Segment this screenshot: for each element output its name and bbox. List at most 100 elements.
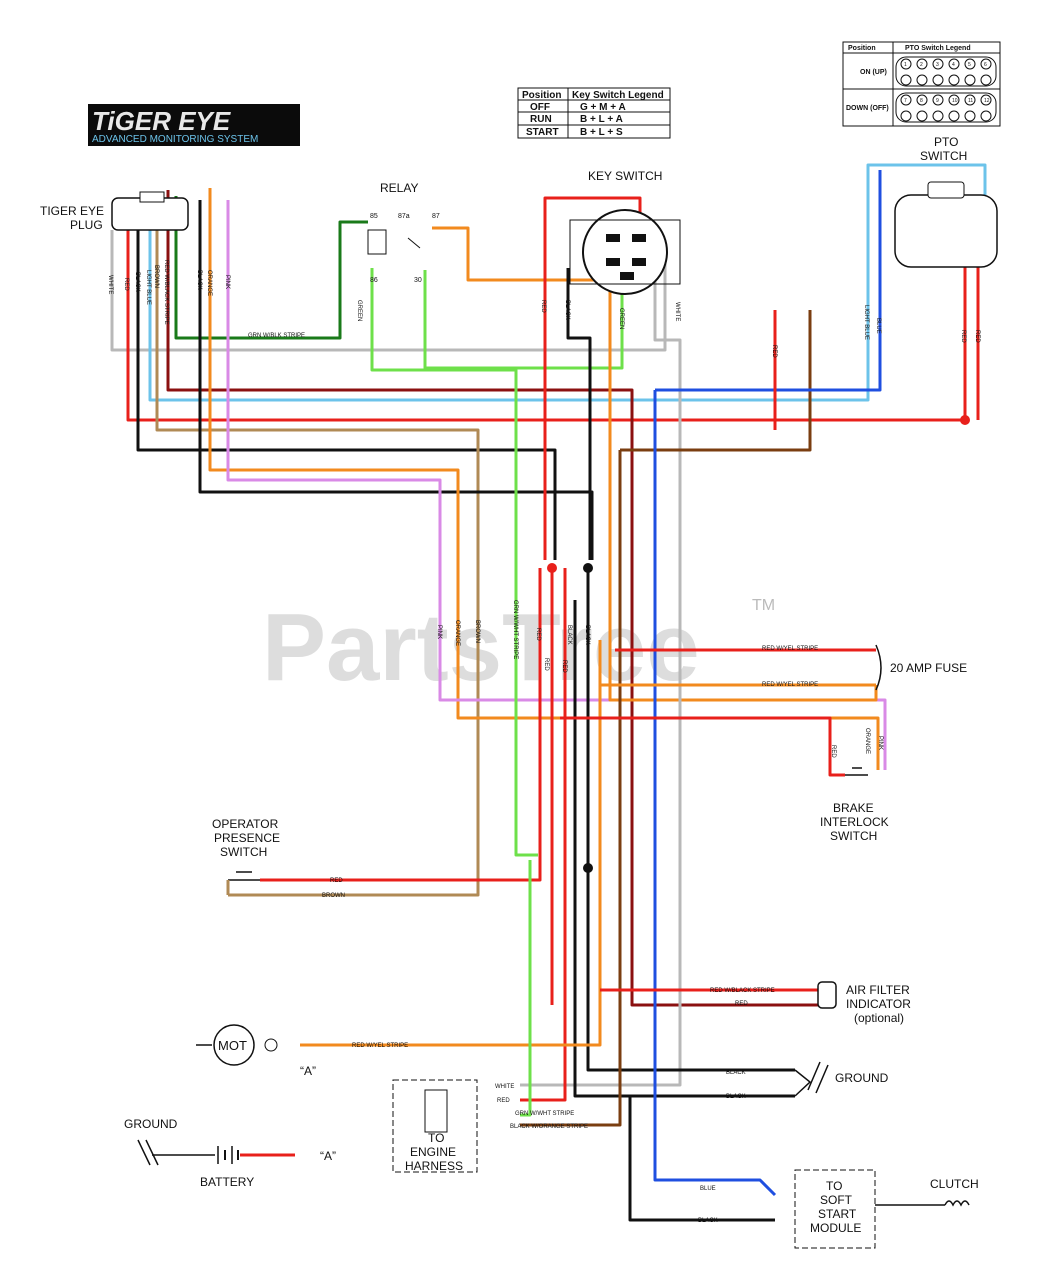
white-wire-key — [520, 262, 682, 1087]
fuse: 20 AMP FUSE — [875, 644, 967, 691]
pto-pin-circle — [964, 58, 976, 70]
pto-pin-number: 5 — [968, 62, 971, 68]
pto-pin-number: 9 — [936, 98, 939, 104]
pto-pin-circle — [980, 110, 992, 122]
key-legend-header-legend: Key Switch Legend — [572, 90, 664, 101]
wire-label: PINK — [436, 625, 442, 639]
ref-a2-label: “A” — [320, 1149, 336, 1163]
watermark-tm: TM — [752, 597, 775, 614]
wire-label: BROWN — [474, 620, 480, 643]
ref-a-label: “A” — [300, 1064, 316, 1078]
engine-harness: TO ENGINE HARNESS — [392, 1079, 478, 1173]
motor-label: MOT — [218, 1038, 247, 1053]
black-wire-key — [566, 268, 592, 560]
motor: MOT “A” — [196, 1024, 316, 1078]
air-label-line2: INDICATOR — [846, 997, 911, 1011]
orange-wire-key — [608, 268, 878, 702]
blue-wire-pto — [655, 170, 882, 392]
pto-pin-circle — [900, 74, 912, 86]
orange-wire-relay — [432, 226, 597, 282]
wire-label: LIGHT BLUE — [145, 270, 151, 305]
clutch-label: CLUTCH — [930, 1177, 979, 1191]
relay-pin: 30 — [414, 277, 422, 284]
pto-label-line2: SWITCH — [920, 149, 967, 163]
red-wire-plug — [126, 228, 965, 422]
pto-pin-circle — [916, 74, 928, 86]
wires — [110, 163, 987, 1222]
key-switch: KEY SWITCH — [569, 169, 681, 295]
wire-label: RED W/BLACK STRIPE — [163, 260, 169, 325]
key-switch-legend: Position Key Switch Legend OFF G + M + A… — [517, 87, 671, 139]
wire-label: RED — [535, 628, 541, 641]
pto-pin-circle — [964, 74, 976, 86]
brake-interlock-switch: BRAKE INTERLOCK SWITCH — [820, 767, 889, 843]
key-legend-cell: START — [526, 127, 559, 138]
pto-legend-down: DOWN (OFF) — [846, 105, 889, 112]
wire-label: RED — [123, 278, 129, 291]
pto-legend-header-position: Position — [848, 45, 876, 52]
red-wire-engine — [520, 568, 567, 1102]
wire-label: RED — [735, 1001, 748, 1007]
pto-pin-circle — [900, 110, 912, 122]
wire-label: RED — [960, 330, 966, 343]
wire-label: RED W/BLACK STRIPE — [710, 988, 775, 994]
key-switch-label: KEY SWITCH — [588, 169, 662, 183]
pto-pin-circle — [980, 58, 992, 70]
ground-left-label: GROUND — [124, 1117, 178, 1131]
air-label-line1: AIR FILTER — [846, 983, 910, 997]
relay-pin: 87a — [398, 213, 410, 220]
pto-pin-number: 10 — [952, 98, 958, 104]
red-wire-brake — [560, 716, 845, 777]
black-wire-ground — [586, 568, 795, 1072]
pto-switch-legend: Position PTO Switch Legend ON (UP) DOWN … — [842, 41, 1001, 127]
air-filter-indicator: AIR FILTER INDICATOR (optional) — [817, 981, 911, 1025]
wire-label: GREEN — [356, 300, 362, 321]
soft-label-line4: MODULE — [810, 1221, 861, 1235]
blk-orange-wire — [520, 450, 622, 1127]
wire-label: PINK — [877, 736, 883, 750]
wire-label: ORANGE — [864, 728, 870, 754]
pto-pin-circle — [932, 110, 944, 122]
black-wire-2 — [198, 200, 594, 560]
ground-right-label: GROUND — [835, 1071, 889, 1085]
red-black-wire-plug — [166, 190, 820, 1007]
brake-label-line2: INTERLOCK — [820, 815, 889, 829]
wire-label: BLACK — [134, 272, 140, 292]
wire-label: LIGHT BLUE — [863, 305, 869, 340]
fuse-label: 20 AMP FUSE — [890, 661, 967, 675]
watermark-text: PartsTree — [262, 594, 700, 701]
pto-pin-number: 2 — [920, 62, 923, 68]
wire-label: RED — [974, 330, 980, 343]
wire-label: RED W/YEL STRIPE — [352, 1043, 408, 1049]
pto-pin-number: 1 — [904, 62, 907, 68]
grn-wht-wire-engine — [520, 860, 532, 1117]
wire-label: BROWN — [322, 893, 345, 899]
wire-label: GREEN — [618, 308, 624, 329]
white-wire-plug — [110, 230, 667, 352]
pto-pin-number: 7 — [904, 98, 907, 104]
pto-legend-header-legend: PTO Switch Legend — [905, 45, 971, 52]
wire-label: BLUE — [875, 318, 881, 334]
wire-label: RED — [540, 300, 546, 313]
pto-pin-number: 11 — [968, 98, 973, 104]
operator-presence-switch: OPERATOR PRESENCE SWITCH — [212, 817, 280, 895]
operator-label-line3: SWITCH — [220, 845, 267, 859]
pto-pin-circle — [916, 94, 928, 106]
relay-pin: 86 — [370, 277, 378, 284]
engine-label-line1: TO — [428, 1131, 444, 1145]
wire-label: ORANGE — [206, 270, 212, 296]
wire-label: BLACK — [196, 270, 202, 290]
key-legend-cell: G + M + A — [580, 102, 626, 113]
wire-label: RED — [830, 745, 836, 758]
light-blue-wire-plug — [148, 163, 987, 402]
wire-label: WHITE — [107, 275, 113, 294]
pto-pin-circle — [916, 58, 928, 70]
pto-pin-circle — [932, 74, 944, 86]
red-yel-wire-mot — [300, 640, 602, 1047]
pto-pin-circle — [916, 110, 928, 122]
pink-wire-plug — [226, 200, 887, 770]
wire-label: RED — [561, 660, 567, 673]
engine-label-line2: ENGINE — [410, 1145, 456, 1159]
engine-label-line3: HARNESS — [405, 1159, 463, 1173]
grn-blk-wire — [174, 196, 368, 340]
